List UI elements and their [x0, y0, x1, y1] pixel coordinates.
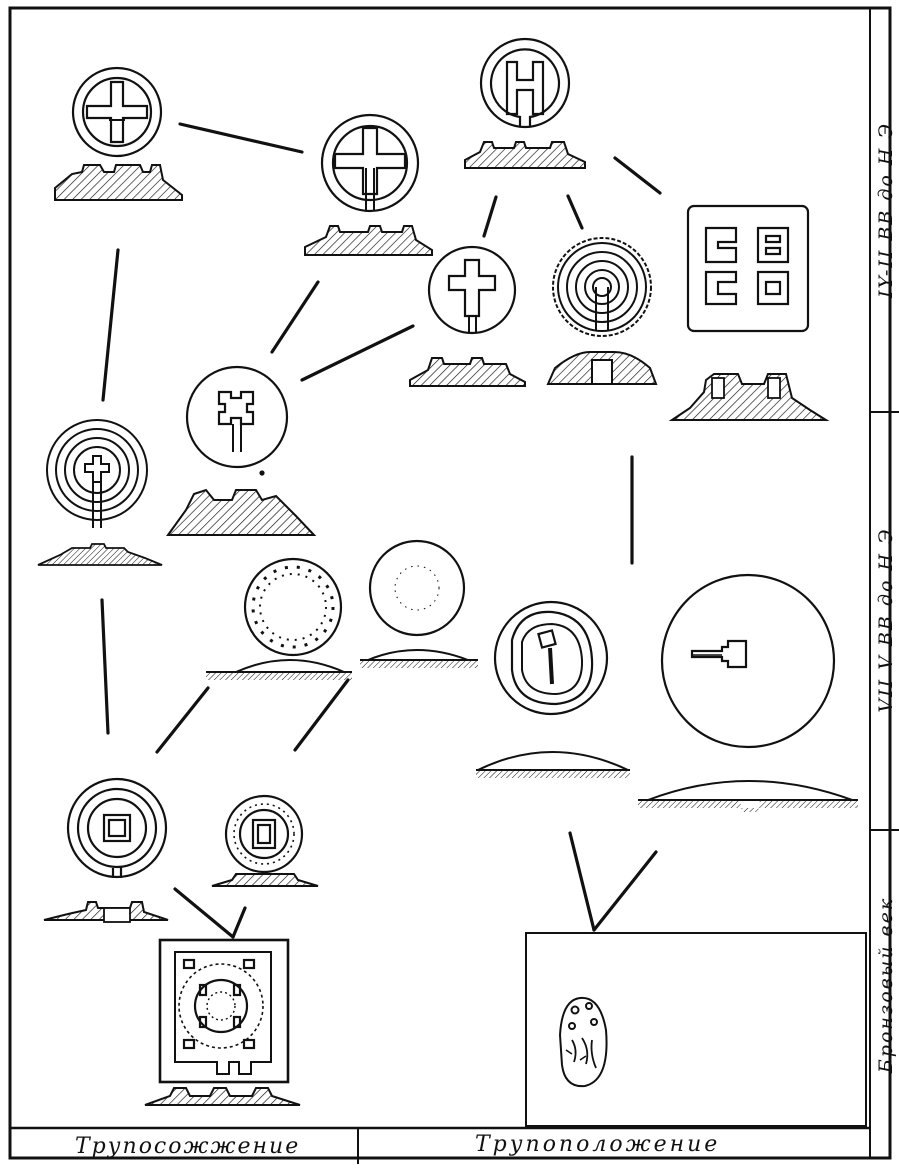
section-d: [410, 358, 525, 386]
section-n: [212, 874, 318, 886]
section-e: [548, 352, 656, 384]
period-label-middle: VII V ВВ до Н Э: [875, 527, 897, 712]
section-c: [465, 142, 585, 168]
plan-m-ring-square: [68, 779, 166, 878]
plan-i-dotted: [245, 559, 341, 655]
plan-h-labyrinth: [47, 420, 147, 528]
section-b: [305, 226, 432, 255]
period-label-bronze: Бронзовый век: [875, 897, 897, 1074]
plan-j-circle: [370, 541, 464, 635]
section-i: [206, 660, 352, 680]
section-l: [638, 781, 858, 812]
section-f: [672, 374, 826, 420]
section-m: [44, 902, 168, 922]
section-o: [145, 1088, 300, 1105]
plan-l-key: [662, 575, 834, 747]
plan-n-ring-square: [226, 796, 302, 872]
section-g: [168, 490, 314, 535]
plan-a-cross: [73, 68, 161, 156]
plan-p-burial: [560, 998, 607, 1086]
plan-f-square: [688, 206, 808, 331]
cremation-label: Трупосожжение: [75, 1134, 300, 1159]
section-a: [55, 165, 182, 200]
section-k: [476, 752, 630, 778]
plan-k-grave: [495, 602, 607, 714]
plan-b-cross: [322, 115, 418, 211]
inhumation-label: Трупоположение: [475, 1132, 720, 1157]
section-j: [360, 650, 478, 668]
period-label-late: IY-II ВВ до Н Э: [875, 122, 897, 299]
plan-c-ring: [481, 39, 569, 127]
plan-o-square-complex: [160, 940, 288, 1082]
plan-g-cross: [187, 367, 287, 475]
section-h: [38, 544, 162, 565]
plan-d-cross: [429, 247, 515, 333]
plan-e-labyrinth: [553, 238, 651, 336]
